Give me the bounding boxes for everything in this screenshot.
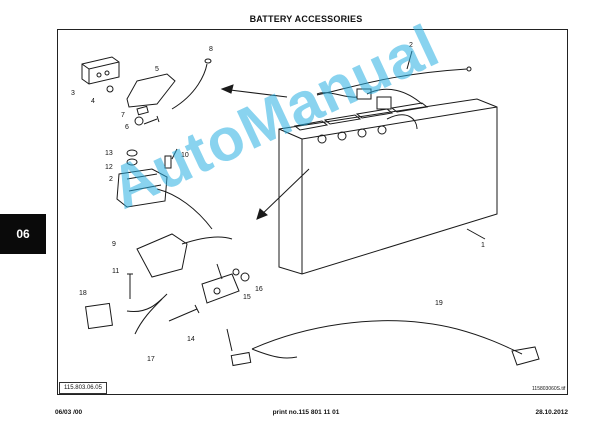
terminal-assembly <box>116 168 168 208</box>
callout-2: 2 <box>109 176 113 183</box>
footer-date-code: 06/03 /00 <box>55 409 83 416</box>
harness-19 <box>251 320 523 355</box>
strap-8 <box>171 63 208 110</box>
callout-1: 1 <box>481 242 485 249</box>
callout-8: 8 <box>209 46 213 53</box>
battery-body <box>278 98 498 275</box>
washer-13 <box>126 149 138 157</box>
strap-17 <box>134 298 163 335</box>
cable-2 <box>316 68 468 96</box>
callout-15: 15 <box>243 294 251 301</box>
callout-12: 12 <box>105 164 113 171</box>
callout-13: 13 <box>105 150 113 157</box>
terminal-cover-3 <box>81 56 120 85</box>
clamp-15 <box>201 273 240 304</box>
section-tab: 06 <box>0 214 46 254</box>
figure-ref: 115.803.06.05 <box>59 382 107 394</box>
exploded-view-drawing: 1 2 2 3 4 5 6 7 8 9 10 11 12 13 14 15 16… <box>71 42 540 367</box>
washer-12 <box>126 158 138 166</box>
callout-3: 3 <box>71 90 75 97</box>
bolt-11 <box>127 273 133 299</box>
washer-4 <box>106 85 114 93</box>
callout-10: 10 <box>181 152 189 159</box>
bracket-9 <box>136 233 188 278</box>
bolt-6 <box>143 115 160 125</box>
callout-14: 14 <box>187 336 195 343</box>
callout-4: 4 <box>91 98 95 105</box>
nut-7 <box>134 116 144 126</box>
callout-17: 17 <box>147 356 155 363</box>
callout-7: 7 <box>121 112 125 119</box>
page-title: BATTERY ACCESSORIES <box>249 14 363 24</box>
callout-18: 18 <box>79 290 87 297</box>
footer-print-no: print no.115 801 11 01 <box>272 409 340 416</box>
callout-9: 9 <box>112 241 116 248</box>
callout-16: 16 <box>255 286 263 293</box>
illustration-frame <box>57 29 568 395</box>
drawing-code: 115803060S.tif <box>532 386 566 392</box>
nut-16 <box>240 272 250 282</box>
bolt-14 <box>168 304 200 322</box>
footer-date: 28.10.2012 <box>535 409 568 416</box>
callout-6: 6 <box>125 124 129 131</box>
warning-label-18 <box>85 302 113 330</box>
callout-2-top: 2 <box>409 42 413 49</box>
callout-5: 5 <box>155 66 159 73</box>
bracket-5 <box>126 73 176 108</box>
callout-19: 19 <box>435 300 443 307</box>
callout-11: 11 <box>112 268 119 275</box>
